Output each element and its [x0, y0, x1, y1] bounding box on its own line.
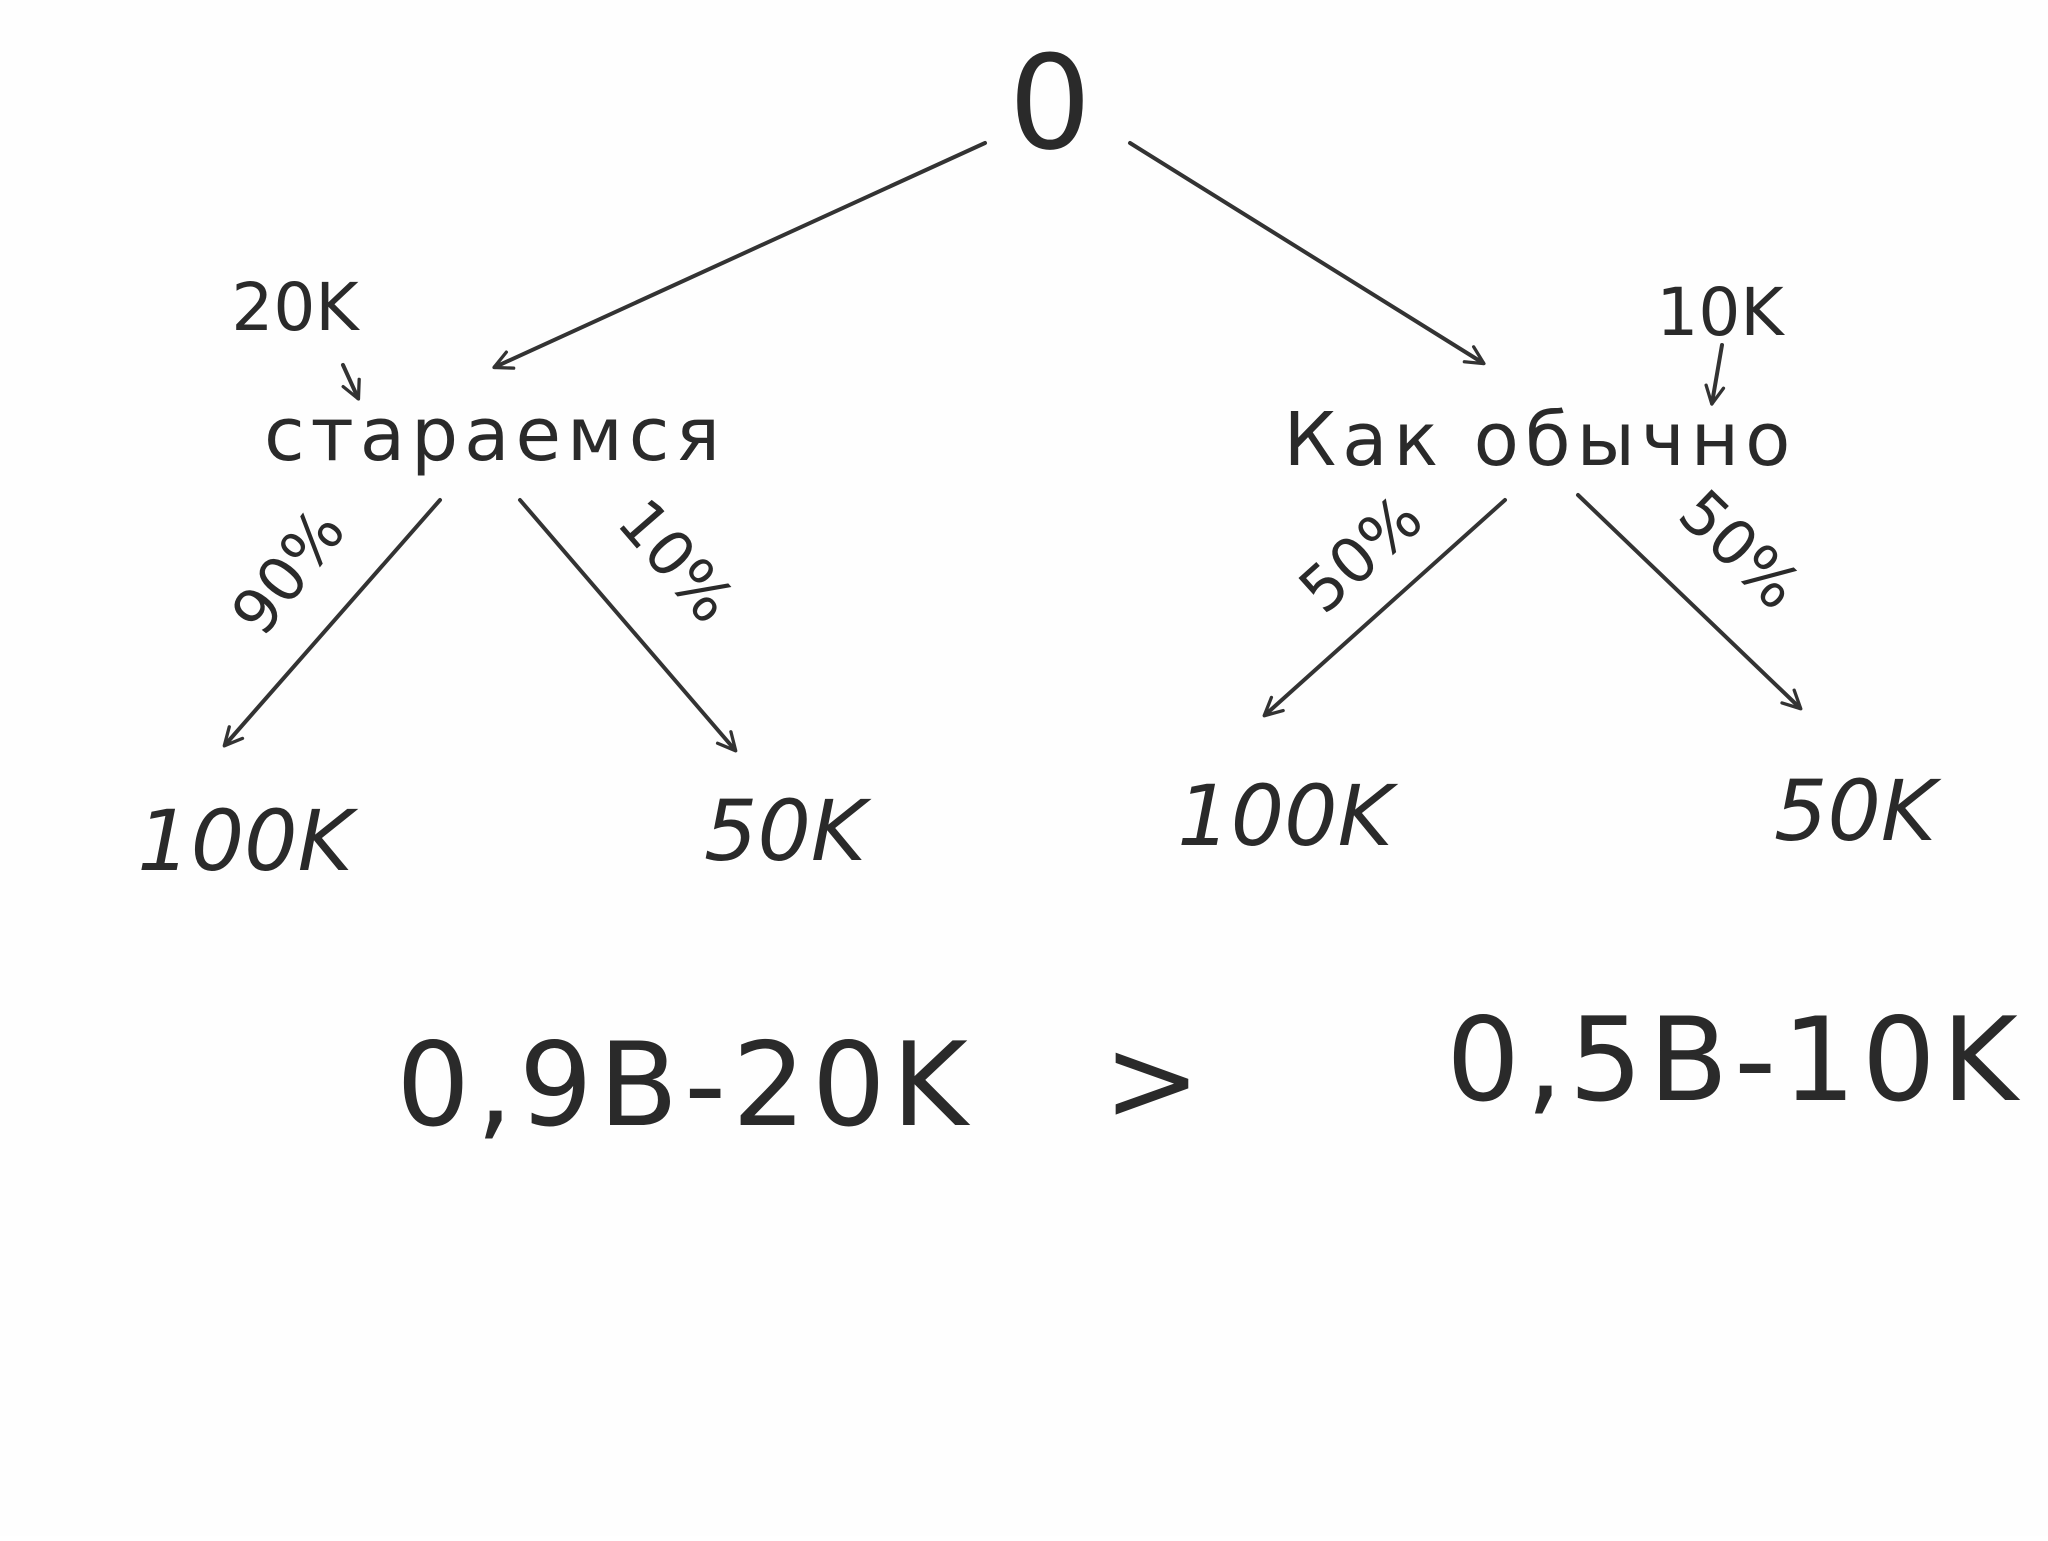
- right-outcome-2-value: 50K: [1774, 762, 1942, 860]
- right-outcome-1-probability: 50%: [1285, 481, 1436, 627]
- left-cost-label: 20K: [231, 269, 360, 346]
- left-outcome-2-probability: 10%: [603, 485, 749, 637]
- root-node-label: 0: [1009, 27, 1092, 179]
- comparison-left-expression: 0,9B-20K: [396, 1018, 974, 1153]
- edge-right-to-outcome-2: [1576, 493, 1803, 711]
- left-outcome-2-value: 50K: [704, 782, 872, 880]
- comparison-right-expression: 0,5B-10K: [1446, 993, 2024, 1128]
- left-branch-label: стараемся: [264, 392, 726, 478]
- left-outcome-1-probability: 90%: [217, 495, 359, 649]
- edge-left-to-outcome-1: [222, 498, 442, 748]
- edge-left-to-outcome-2: [518, 498, 738, 753]
- edge-root-to-right: [1128, 141, 1486, 366]
- comparison-operator: >: [1103, 1013, 1206, 1148]
- left-cost-arrow: [341, 363, 361, 401]
- right-cost-label: 10K: [1656, 274, 1785, 351]
- edge-right-to-outcome-1: [1262, 498, 1507, 718]
- edge-root-to-left: [492, 141, 987, 370]
- left-outcome-1-value: 100K: [137, 792, 358, 890]
- right-branch-label: Как обычно: [1284, 397, 1797, 483]
- right-cost-arrow: [1704, 343, 1726, 406]
- right-outcome-1-value: 100K: [1177, 767, 1398, 865]
